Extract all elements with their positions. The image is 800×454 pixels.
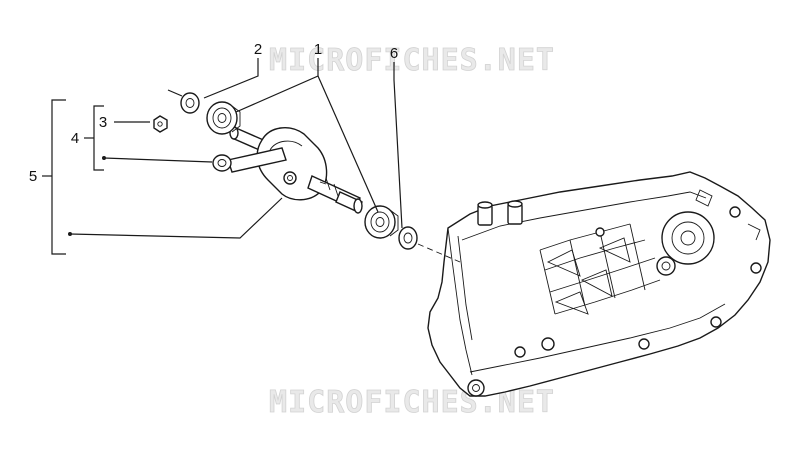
crankshaft-assembly xyxy=(212,126,363,214)
callout-4: 4 xyxy=(71,130,79,147)
callout-1: 1 xyxy=(314,41,322,58)
callout-6: 6 xyxy=(390,45,398,62)
brackets xyxy=(42,99,104,255)
callout-5: 5 xyxy=(29,168,37,185)
crankcase-housing xyxy=(427,171,771,397)
part-1-bearing-lower xyxy=(364,205,399,239)
callout-2: 2 xyxy=(254,41,262,58)
part-1-bearing-upper xyxy=(206,101,241,135)
watermark-top: MICROFICHES.NET xyxy=(269,43,555,78)
assembly-axis-line xyxy=(417,243,461,263)
part-2-bearing xyxy=(180,92,200,114)
part-3-nut xyxy=(153,115,168,133)
part-6-oil-seal xyxy=(398,226,418,250)
leader-lines xyxy=(68,58,403,239)
callout-3: 3 xyxy=(99,114,107,131)
